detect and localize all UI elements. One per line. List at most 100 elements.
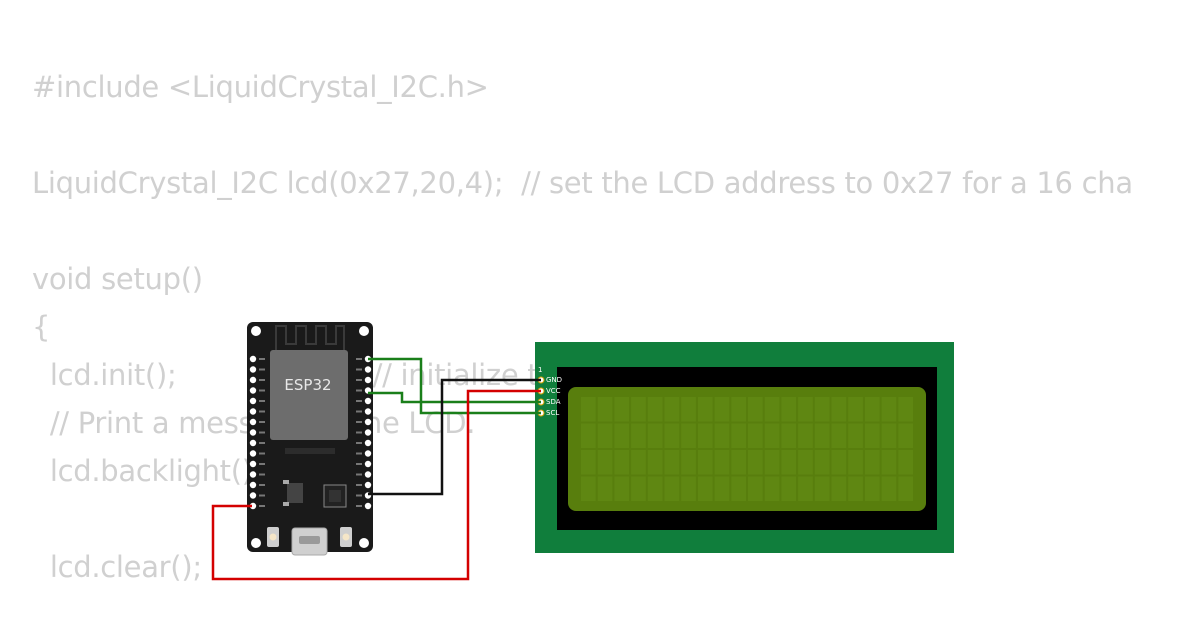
esp32-pin-silkscreen [259,358,265,360]
esp32-pin-right[interactable] [364,366,372,373]
lcd-char-cell [814,450,830,475]
esp32-pin-left[interactable] [249,387,257,394]
lcd-char-cell [614,423,630,448]
esp32-pin-right[interactable] [364,418,372,426]
esp32-module [270,350,348,440]
code-line-3: LiquidCrystal_I2C lcd(0x27,20,4); // set… [32,166,1133,200]
esp32-pin-left[interactable] [249,418,257,426]
lcd-char-cell [581,450,596,475]
esp32-pin-left[interactable] [249,471,257,478]
esp32-pin-left[interactable] [249,408,257,415]
code-line-1: #include <LiquidCrystal_I2C.h> [32,70,489,104]
esp32-pin-silkscreen [259,473,265,476]
lcd-char-cell [597,397,613,422]
esp32-pin-right[interactable] [364,429,372,436]
lcd-char-cell [831,423,847,448]
lcd-char-cell [664,397,680,422]
lcd-char-cell [831,450,847,475]
esp32-pin-right[interactable] [364,439,372,447]
esp32-pin-right[interactable] [364,397,372,405]
esp32-pin-silkscreen [356,410,362,413]
lcd-char-cell [764,450,780,475]
esp32-pin-right[interactable] [364,471,372,478]
esp32-pin-silkscreen [259,442,265,444]
lcd-char-cell [581,476,596,501]
esp32-pin-silkscreen [356,368,362,371]
esp32-pin-right[interactable] [364,408,372,415]
lcd-module[interactable]: 1 GND VCC SDA SCL [535,342,954,553]
wire-sda[interactable] [368,391,541,404]
lcd-char-cell [614,450,630,475]
esp32-pin-left[interactable] [249,429,257,436]
antenna-icon [275,325,345,350]
esp32-pin-silkscreen [259,400,265,402]
wire-scl[interactable] [368,357,541,415]
esp32-pin-silkscreen [259,421,265,423]
lcd-char-cell [848,423,863,448]
lcd-char-cell [731,450,746,475]
lcd-char-cell [848,397,863,422]
esp32-pin-left[interactable] [249,366,257,373]
lcd-char-cell [714,476,730,501]
lcd-pin-label-vcc: VCC [546,387,561,395]
esp32-pin-silkscreen [356,389,362,392]
esp32-pin-left[interactable] [249,502,257,510]
lcd-char-cell [664,450,680,475]
esp32-pin-headers [249,355,372,510]
lcd-char-cell [814,423,830,448]
usb-port-opening [299,536,320,544]
code-line-9: lcd.backlight(); [32,454,263,488]
esp32-pin-right[interactable] [364,481,372,489]
lcd-char-cell [597,423,613,448]
esp32-pin-left[interactable] [249,450,257,457]
esp32-board[interactable]: ESP32 [247,322,373,556]
esp32-pin-left[interactable] [249,355,257,363]
lcd-pin-number-label: 1 [538,366,542,374]
lcd-char-cell [647,423,663,448]
lcd-char-cell [764,397,780,422]
lcd-char-cell [748,450,763,475]
esp32-pin-silkscreen [259,368,265,371]
lcd-char-cell [581,397,596,422]
esp32-pin-right[interactable] [364,502,372,510]
lcd-char-cell [764,423,780,448]
lcd-char-cell [831,397,847,422]
esp32-pin-left[interactable] [249,460,257,468]
lcd-char-cell [898,450,913,475]
lcd-char-cell [798,423,813,448]
esp32-pin-silkscreen [259,484,265,486]
esp32-pin-silkscreen [356,442,362,444]
esp32-pin-left[interactable] [249,439,257,447]
esp32-pin-left[interactable] [249,397,257,405]
code-line-6: { [32,310,51,344]
lcd-char-cell [731,397,746,422]
esp32-pin-left[interactable] [249,481,257,489]
lcd-char-cell [781,397,797,422]
lcd-char-cell [681,450,696,475]
esp32-pin-right[interactable] [364,460,372,468]
wire-vcc[interactable] [211,389,541,581]
lcd-char-cell [597,476,613,501]
esp32-pin-silkscreen [356,431,362,434]
lcd-char-cell [697,450,713,475]
enable-button-cap [342,533,350,541]
lcd-char-cell [881,423,897,448]
lcd-char-cell [898,423,913,448]
lcd-char-cell [848,476,863,501]
lcd-char-cell [647,450,663,475]
esp32-pin-silkscreen [259,389,265,392]
esp32-pin-right[interactable] [364,450,372,457]
esp32-pin-left[interactable] [249,376,257,384]
esp32-pin-silkscreen [356,400,362,402]
lcd-char-cell [748,397,763,422]
esp32-pin-silkscreen [259,494,265,497]
esp32-pin-silkscreen [259,452,265,455]
esp32-pin-silkscreen [259,379,265,381]
esp32-pin-right[interactable] [364,376,372,384]
lcd-char-cell [798,450,813,475]
esp32-pin-left[interactable] [249,492,257,499]
esp32-pin-silkscreen [356,473,362,476]
voltage-regulator-icon [287,483,303,503]
wire-gnd[interactable] [368,378,541,496]
lcd-char-cell [881,476,897,501]
